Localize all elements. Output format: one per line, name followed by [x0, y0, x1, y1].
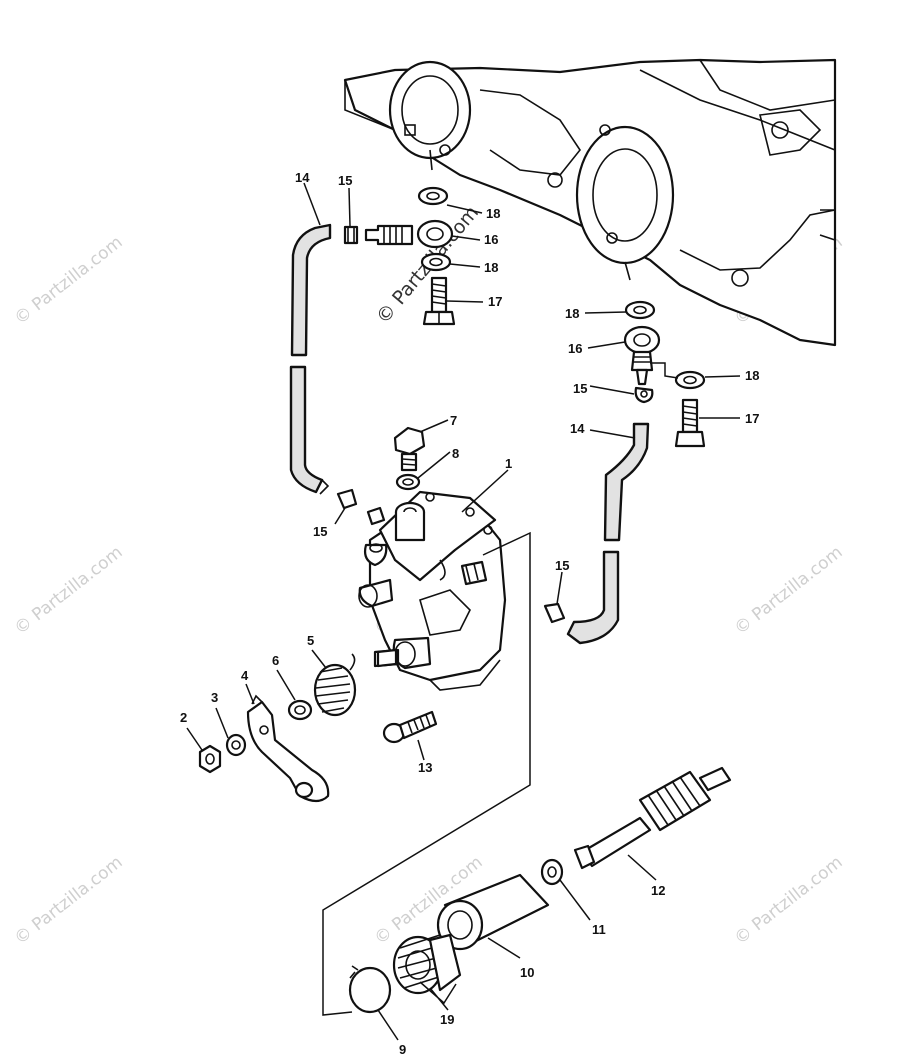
callout-4: 4 [241, 668, 249, 683]
hose-clamp-mid-right [543, 602, 566, 624]
thrust-washer [540, 858, 564, 886]
washer-left [417, 186, 452, 272]
union-bolt-right [674, 398, 706, 448]
union-fitting-left [364, 219, 454, 249]
mounting-screw [382, 710, 438, 744]
callout-17-upper: 17 [488, 294, 502, 309]
callout-2: 2 [180, 710, 187, 725]
callout-17-right: 17 [745, 411, 759, 426]
callout-15-right: 15 [573, 381, 587, 396]
union-bolt-left [422, 276, 456, 326]
callout-15-mid: 15 [555, 558, 569, 573]
oil-pump-body [358, 490, 507, 691]
callout-11: 11 [592, 922, 606, 937]
hose-clamp-right [634, 386, 654, 404]
callout-16-right: 16 [568, 341, 582, 356]
return-spring [313, 653, 357, 717]
lock-washer [225, 733, 247, 757]
callout-9: 9 [399, 1042, 406, 1057]
callout-3: 3 [211, 690, 218, 705]
watermark: © Partzilla.com [11, 232, 127, 329]
callout-19: 19 [440, 1012, 454, 1027]
callout-13: 13 [418, 760, 432, 775]
callout-16-upper: 16 [484, 232, 498, 247]
watermark: © Partzilla.com [731, 852, 847, 949]
drive-gear-shaft [573, 766, 732, 870]
driven-gear [392, 933, 462, 995]
washer-right [624, 300, 706, 390]
leader-lines [186, 182, 741, 1041]
callout-6: 6 [272, 653, 279, 668]
washer-top [395, 473, 421, 491]
circlip [348, 965, 392, 1014]
callout-15-upper: 15 [338, 173, 352, 188]
hose-clamp-mid-left [336, 488, 358, 510]
callout-5: 5 [307, 633, 314, 648]
control-lever [246, 694, 330, 803]
callout-10: 10 [520, 965, 534, 980]
hose-clamp [343, 225, 359, 245]
callout-18-far-right: 18 [745, 368, 759, 383]
pump-shaft-tip [376, 648, 398, 668]
hex-nut [198, 744, 222, 774]
hose-upper-left [289, 223, 332, 495]
callout-labels: 1 2 3 4 5 6 7 8 9 10 11 12 13 14 14 15 1… [180, 170, 759, 1057]
callout-15-left: 15 [313, 524, 327, 539]
watermark: © Partzilla.com [11, 542, 127, 639]
callout-12: 12 [651, 883, 665, 898]
callout-18-right: 18 [565, 306, 579, 321]
sub-assembly-frame [322, 531, 531, 1016]
callout-7: 7 [450, 413, 457, 428]
callout-14-right: 14 [570, 421, 585, 436]
hose-right [566, 422, 650, 645]
callout-1: 1 [505, 456, 512, 471]
callout-18-upper: 18 [484, 260, 498, 275]
washer-lever [287, 699, 313, 721]
callout-8: 8 [452, 446, 459, 461]
engine-crankcase [343, 58, 837, 347]
callout-14-upper: 14 [295, 170, 310, 185]
screw-top [393, 426, 426, 472]
watermark: © Partzilla.com [11, 852, 127, 949]
callout-18-top: 18 [486, 206, 500, 221]
union-fitting-right [623, 325, 661, 386]
watermark: © Partzilla.com [731, 542, 847, 639]
